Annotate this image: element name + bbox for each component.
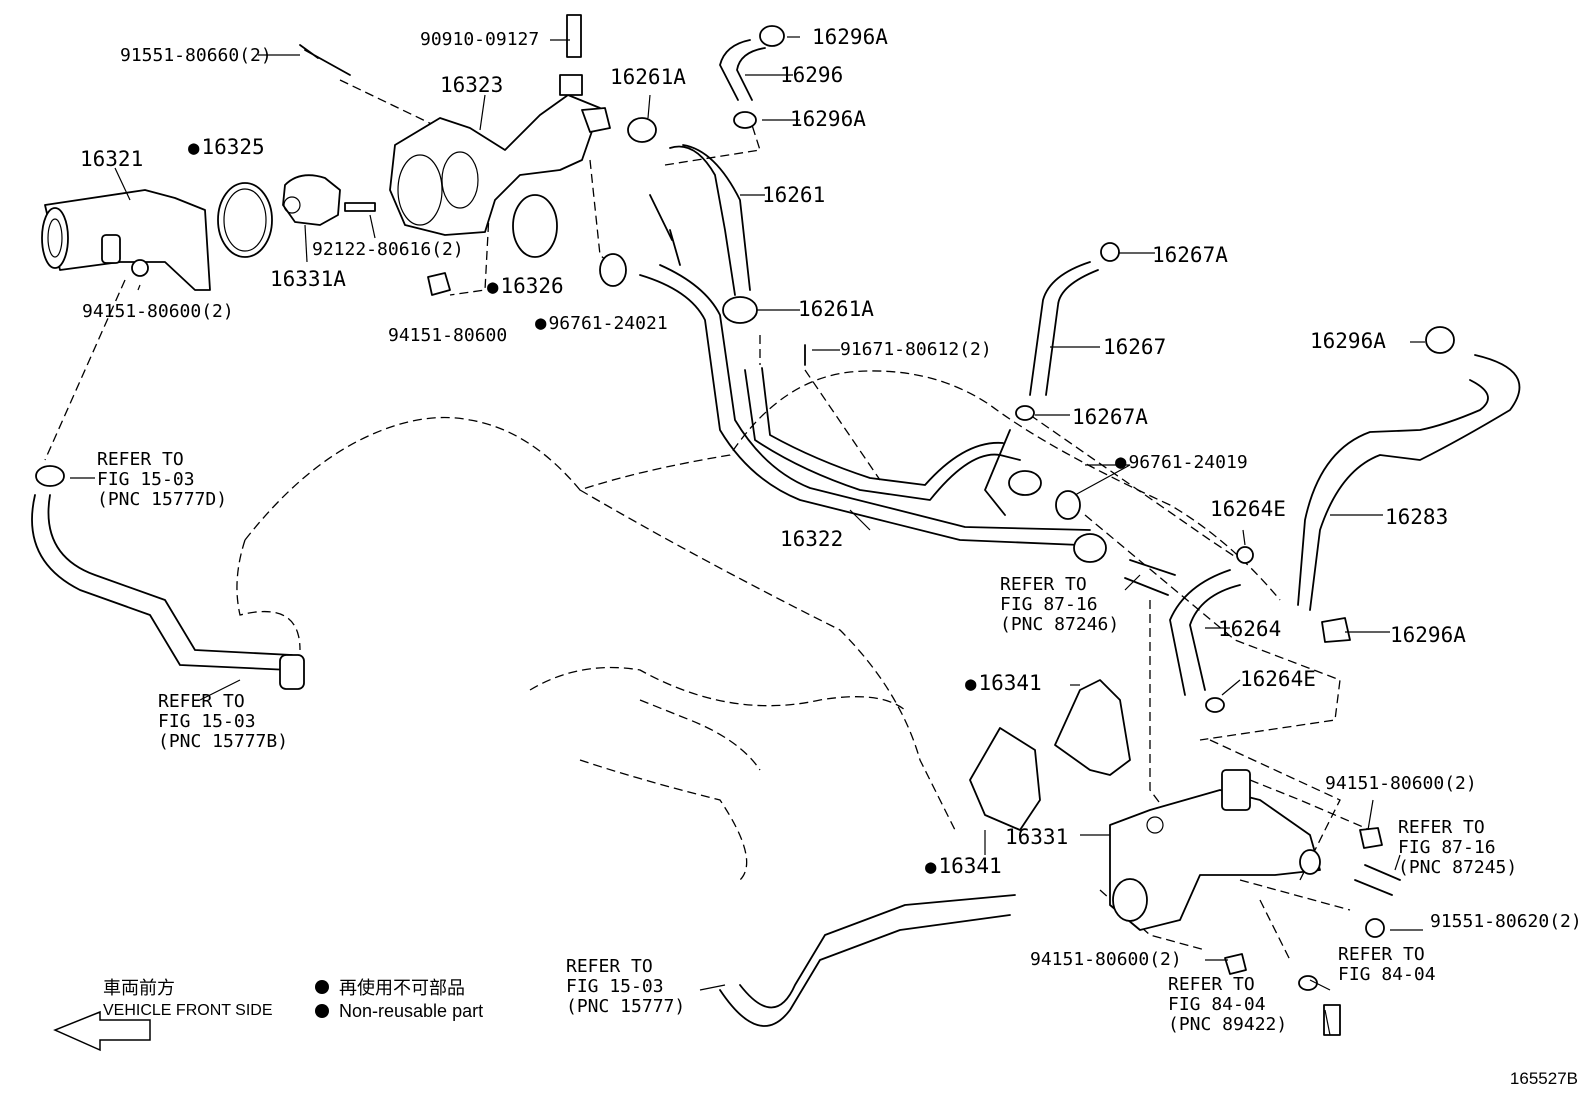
- hose-ref-15777D: [31, 494, 293, 671]
- label-16264E-b: 16264E: [1240, 667, 1316, 691]
- label-91551-80660: 91551-80660(2): [120, 45, 272, 66]
- gasket-16341-b: [969, 727, 1041, 831]
- front-arrow-icon: [53, 1010, 151, 1052]
- ref-fig-84-04: REFER TO FIG 84-04: [1338, 944, 1436, 985]
- label-92122-80616: 92122-80616(2): [312, 239, 464, 260]
- water-inlet-16321: [41, 189, 211, 291]
- label-16283: 16283: [1385, 505, 1449, 529]
- hose-ref-87246: [1124, 559, 1176, 596]
- vehicle-front-en: VEHICLE FRONT SIDE: [103, 1002, 273, 1019]
- water-inlet-housing-16331: [1109, 769, 1321, 931]
- gasket-ref-84-04: [1298, 975, 1318, 991]
- clamp-16267A-b: [1015, 405, 1035, 421]
- gasket-96761-24021: [599, 253, 627, 287]
- label-16296A-b: 16296A: [790, 107, 866, 131]
- label-16323: 16323: [440, 73, 504, 97]
- label-91671-80612: 91671-80612(2): [840, 339, 992, 360]
- label-16264: 16264: [1218, 617, 1282, 641]
- clamp-16296A-c: [1425, 326, 1455, 354]
- label-16296A-a: 16296A: [812, 25, 888, 49]
- non-reusable-legend: 再使用不可部品 Non-reusable part: [315, 975, 483, 1023]
- clamp-16296A-d: [1321, 617, 1351, 643]
- clamp-16261A-b: [722, 296, 758, 324]
- clamp-16267A-a: [1100, 242, 1120, 262]
- label-16341-a: 16341: [965, 672, 1041, 695]
- hose-16283: [1297, 354, 1521, 611]
- gasket-16326: [512, 194, 558, 258]
- hose-ref-87245: [1354, 864, 1401, 896]
- engine-outline: [236, 370, 1281, 881]
- label-96761-24021: 96761-24021: [535, 313, 667, 334]
- clamp-16296A-a: [759, 25, 785, 47]
- label-16261A-a: 16261A: [610, 65, 686, 89]
- bullet-icon: [315, 980, 329, 994]
- non-reusable-en: Non-reusable part: [339, 1000, 484, 1021]
- label-94151-80600-a: 94151-80600: [388, 325, 508, 346]
- water-outlet-16323: [389, 74, 611, 236]
- label-16322: 16322: [780, 527, 844, 551]
- label-16296A-c: 16296A: [1310, 329, 1386, 353]
- clamp-ref-15777D: [35, 465, 65, 487]
- label-16267: 16267: [1103, 335, 1167, 359]
- gasket-96761-24019: [1055, 490, 1081, 520]
- hose-ref-15777: [719, 894, 1016, 1027]
- label-16261: 16261: [762, 183, 826, 207]
- clamp-16264E-a: [1236, 546, 1254, 564]
- label-16331: 16331: [1005, 825, 1069, 849]
- leader-lines: [70, 36, 1425, 1036]
- thermostat-16331A: [282, 174, 376, 226]
- label-16267A-b: 16267A: [1072, 405, 1148, 429]
- label-94151-80600-2-c: 94151-80600(2): [1030, 949, 1182, 970]
- nut-94151-80600-b: [1359, 827, 1383, 849]
- label-90910-09127: 90910-09127: [420, 29, 540, 50]
- gasket-16325: [217, 182, 273, 258]
- hose-16264: [1169, 569, 1241, 696]
- bullet-icon: [315, 1004, 329, 1018]
- ref-fig-15-03-15777B: REFER TO FIG 15-03 (PNC 15777B): [158, 691, 289, 752]
- label-16264E-a: 16264E: [1210, 497, 1286, 521]
- vehicle-front-legend: 車両前方 VEHICLE FRONT SIDE: [103, 975, 273, 1023]
- ref-fig-84-04-89422: REFER TO FIG 84-04 (PNC 89422): [1168, 974, 1288, 1035]
- hose-16261: [669, 144, 751, 296]
- label-91551-80620: 91551-80620(2): [1430, 911, 1582, 932]
- bolt-91551-80620: [1365, 918, 1385, 938]
- gasket-16341-a: [1054, 679, 1131, 776]
- clamp-16261A-a: [627, 117, 657, 143]
- ref-fig-15-03-15777: REFER TO FIG 15-03 (PNC 15777): [566, 956, 686, 1017]
- clamp-16264E-b: [1205, 697, 1225, 713]
- label-16261A-b: 16261A: [798, 297, 874, 321]
- ref-fig-87-16-87246: REFER TO FIG 87-16 (PNC 87246): [1000, 574, 1120, 635]
- water-pipe-16322: [639, 194, 1107, 563]
- non-reusable-jp: 再使用不可部品: [339, 978, 465, 998]
- hose-16296: [719, 39, 766, 101]
- vehicle-front-jp: 車両前方: [103, 978, 175, 998]
- clamp-16296A-b: [733, 111, 757, 129]
- nut-94151-80600: [427, 272, 451, 296]
- label-16267A-a: 16267A: [1152, 243, 1228, 267]
- ref-fig-15-03-15777D: REFER TO FIG 15-03 (PNC 15777D): [97, 449, 228, 510]
- sensor-90910: [566, 14, 582, 58]
- label-96761-24019: 96761-24019: [1115, 452, 1247, 473]
- hose-16267: [1029, 261, 1099, 396]
- label-16321: 16321: [80, 147, 144, 171]
- nut-94151-80600-c: [1224, 953, 1247, 975]
- label-16296A-d: 16296A: [1390, 623, 1466, 647]
- label-94151-80600-2-b: 94151-80600(2): [1325, 773, 1477, 794]
- bolt-91551-80660: [299, 44, 351, 76]
- ref-fig-87-16-87245: REFER TO FIG 87-16 (PNC 87245): [1398, 817, 1518, 878]
- flange-ref-15777B: [279, 654, 305, 690]
- label-16326: 16326: [487, 275, 563, 298]
- label-16341-b: 16341: [925, 855, 1001, 878]
- label-16331A: 16331A: [270, 267, 346, 291]
- figure-number: 165527B: [1509, 1069, 1578, 1088]
- label-16325: 16325: [188, 136, 264, 159]
- label-94151-80600-2-a: 94151-80600(2): [82, 301, 234, 322]
- label-16296: 16296: [780, 63, 844, 87]
